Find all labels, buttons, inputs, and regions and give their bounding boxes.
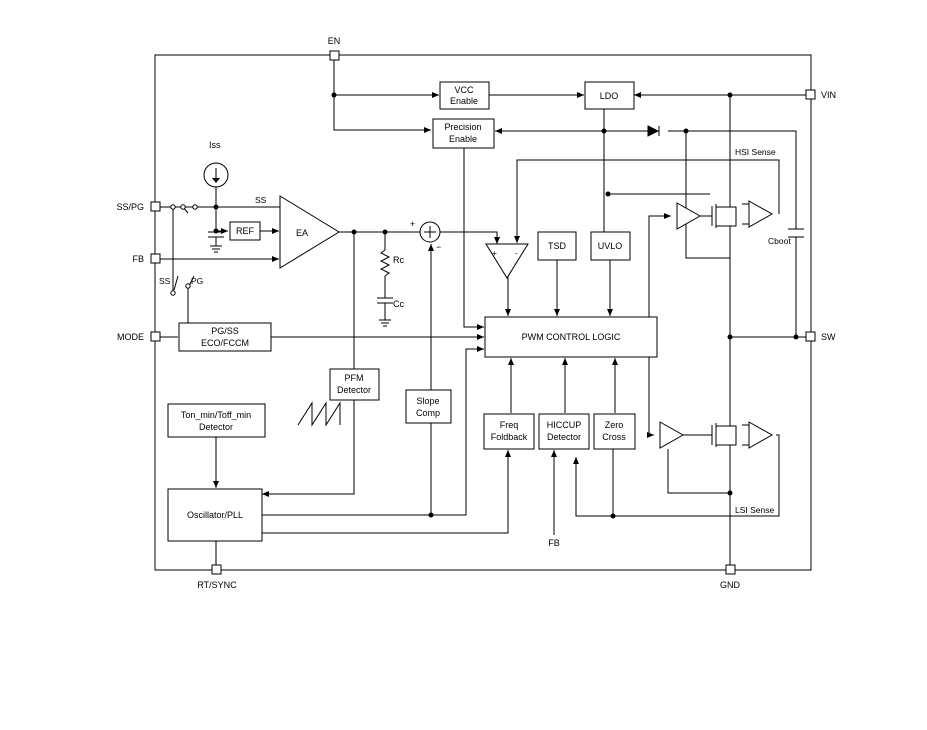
rc-label: Rc (393, 255, 404, 265)
ea-label: EA (296, 228, 308, 238)
pwm-comparator (485, 243, 529, 279)
ss-switch-label: SS (159, 276, 171, 286)
chip-outline (154, 54, 812, 571)
pin-fb: FB (132, 253, 161, 264)
pwm-control-logic-block: PWM CONTROL LOGIC (484, 316, 658, 358)
vcc-enable-block: VCC Enable (439, 81, 490, 110)
rc-resistor (379, 249, 391, 277)
pin-en: EN (328, 36, 341, 61)
pin-en-label: EN (328, 36, 341, 46)
slope-label-1: Slope (416, 396, 439, 406)
ldo-block: LDO (584, 81, 635, 110)
ref-label: REF (236, 226, 255, 236)
pfm-detector-block: PFM Detector (329, 368, 380, 401)
comp-minus-label: - (515, 248, 518, 258)
bootstrap-diode (647, 125, 660, 137)
pfm-label-1: PFM (345, 373, 364, 383)
precision-enable-label-2: Enable (449, 134, 477, 144)
slope-comp-block: Slope Comp (405, 389, 452, 424)
fb-bottom-label: FB (548, 538, 560, 548)
cc-label: Cc (393, 299, 404, 309)
slope-label-2: Comp (416, 408, 440, 418)
hiccup-label-2: Detector (547, 432, 581, 442)
pin-gnd-label: GND (720, 580, 741, 590)
ss-pg-switch (170, 204, 198, 296)
wires (160, 60, 806, 565)
uvlo-label: UVLO (598, 241, 623, 251)
osc-label: Oscillator/PLL (187, 510, 243, 520)
ea-amplifier (279, 195, 340, 269)
hiccup-label-1: HICCUP (547, 420, 582, 430)
ldo-label: LDO (600, 91, 619, 101)
ton-label-2: Detector (199, 422, 233, 432)
summing-node (419, 221, 441, 243)
pin-rtsync-label: RT/SYNC (197, 580, 237, 590)
pin-vin: VIN (805, 89, 836, 100)
vcc-enable-label-1: VCC (454, 85, 474, 95)
pin-sw-label: SW (821, 332, 836, 342)
zero-label-2: Cross (602, 432, 626, 442)
pin-rtsync: RT/SYNC (197, 564, 237, 590)
pfm-label-2: Detector (337, 385, 371, 395)
comp-plus-label: + (492, 248, 497, 258)
cboot-capacitor (788, 228, 804, 238)
sum-minus-label: − (436, 242, 441, 252)
pwm-label: PWM CONTROL LOGIC (522, 332, 621, 342)
zero-label-1: Zero (605, 420, 624, 430)
junction-dots (213, 92, 799, 519)
uvlo-block: UVLO (590, 231, 631, 261)
ss-line-label: SS (255, 195, 267, 205)
pin-sw: SW (805, 331, 836, 342)
freq-label-2: Foldback (491, 432, 528, 442)
precision-enable-block: Precision Enable (432, 118, 495, 149)
vcc-enable-label-2: Enable (450, 96, 478, 106)
ton-toff-detector-block: Ton_min/Toff_min Detector (167, 403, 266, 438)
ref-block: REF (229, 221, 261, 241)
pin-vin-label: VIN (821, 90, 836, 100)
pin-mode: MODE (117, 331, 161, 342)
pg-switch-label: PG (191, 276, 203, 286)
iss-label: Iss (209, 140, 221, 150)
pgss-label-1: PG/SS (211, 326, 239, 336)
tsd-block: TSD (537, 231, 577, 261)
zero-cross-block: Zero Cross (593, 413, 636, 450)
freq-foldback-block: Freq Foldback (483, 413, 535, 450)
pin-sspg: SS/PG (116, 201, 161, 212)
pin-fb-label: FB (132, 254, 144, 264)
pgss-block: PG/SS ECO/FCCM (178, 322, 272, 352)
iss-current-source (203, 162, 229, 188)
pin-gnd: GND (720, 564, 741, 590)
hiccup-detector-block: HICCUP Detector (538, 413, 590, 450)
ramp-waveform (297, 401, 341, 427)
lsi-sense-label: LSI Sense (735, 505, 774, 515)
cc-capacitor (377, 297, 393, 304)
cboot-label: Cboot (768, 236, 791, 246)
hsi-sense-label: HSI Sense (735, 147, 776, 157)
sum-plus-label: + (410, 219, 415, 229)
ton-label-1: Ton_min/Toff_min (181, 410, 251, 420)
precision-enable-label-1: Precision (444, 122, 481, 132)
high-side-switch (676, 196, 774, 246)
freq-label-1: Freq (500, 420, 519, 430)
pin-sspg-label: SS/PG (116, 202, 144, 212)
tsd-label: TSD (548, 241, 567, 251)
pin-mode-label: MODE (117, 332, 144, 342)
oscillator-pll-block: Oscillator/PLL (167, 488, 263, 542)
low-side-switch (659, 410, 774, 450)
pgss-label-2: ECO/FCCM (201, 338, 249, 348)
